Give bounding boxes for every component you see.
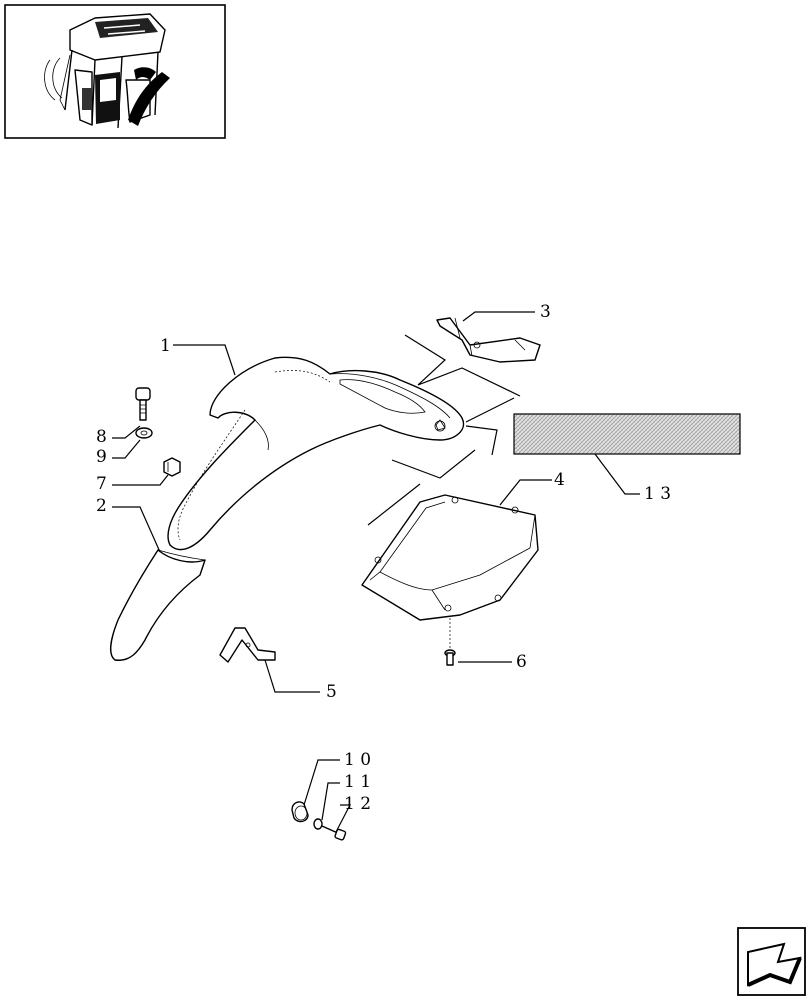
callout-10: 1 0 [344,750,371,770]
leader-12 [335,804,351,833]
leader-5 [264,659,320,693]
callout-6: 6 [516,652,527,672]
leader-9 [112,439,141,459]
part-9-washer[interactable] [135,427,153,439]
callout-9: 9 [96,447,107,467]
callout-4: 4 [554,470,565,490]
part-12-bolt[interactable] [321,825,347,841]
callout-1: 1 [160,336,171,356]
part-6-screw[interactable] [444,618,456,666]
part-13-insulation-pad[interactable] [513,413,741,455]
tractor-cab-thumbnail[interactable] [4,4,226,139]
assembly-lines [367,334,521,526]
part-10-nut[interactable] [291,801,309,823]
tractor-cab-thumbnail-icon [44,13,170,129]
part-8-bolt[interactable] [135,387,151,421]
callout-7: 7 [96,474,107,494]
part-2-fender-extension[interactable] [110,549,206,661]
leader-13 [594,453,640,495]
leader-2 [112,506,161,553]
callout-8: 8 [96,427,107,447]
part-7-clip[interactable] [163,457,181,477]
callout-2: 2 [96,496,107,516]
leader-11 [321,782,340,821]
leader-3 [462,311,535,322]
part-5-bracket[interactable] [219,627,276,663]
part-4-shield[interactable] [361,494,539,621]
callout-3: 3 [540,302,551,322]
part-1-fender[interactable] [167,356,465,551]
part-11-washer[interactable] [313,818,323,830]
callout-13: 1 3 [644,484,671,504]
next-page-arrow-icon [747,942,802,987]
next-page-button[interactable] [737,927,806,996]
leader-8 [112,425,141,439]
callout-5: 5 [326,682,337,702]
part-3-bracket[interactable] [436,317,541,363]
callout-12: 1 2 [344,794,371,814]
leader-4 [499,479,552,506]
leader-1 [173,344,236,376]
leader-10 [303,759,340,806]
leader-7 [112,474,169,486]
callout-11: 1 1 [344,772,371,792]
